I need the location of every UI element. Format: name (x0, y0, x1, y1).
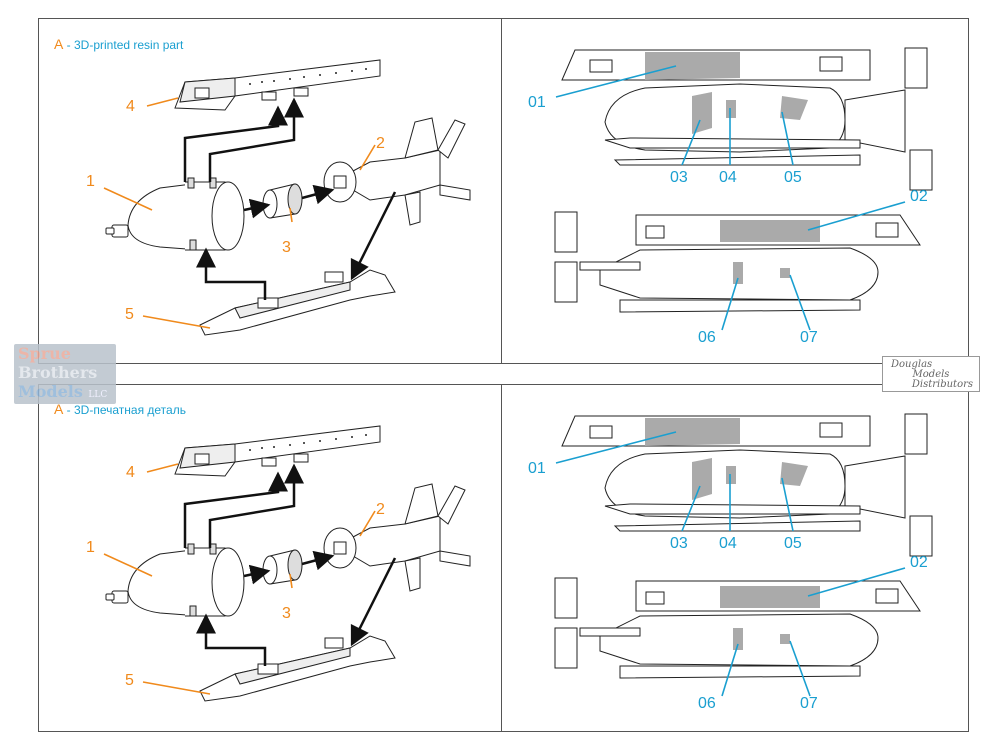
detail-label-02: 02 (910, 188, 928, 205)
distributor-line-1: Douglas (891, 359, 933, 370)
legend-text: - 3D-printed resin part (63, 38, 184, 52)
part-label-3: 3 (282, 605, 291, 622)
part-label-4: 4 (126, 464, 135, 481)
legend-letter: A (54, 401, 64, 417)
detail-label-03: 03 (670, 169, 688, 186)
detail-label-06: 06 (698, 329, 716, 346)
leader-lines-bottom (103, 431, 906, 697)
bottom-legend: A - 3D-печатная деталь (54, 401, 186, 417)
part-label-1: 1 (86, 173, 95, 190)
detail-label-01: 01 (528, 94, 546, 111)
legend-text: - 3D-печатная деталь (63, 403, 186, 417)
distributor-line-2: Models (912, 369, 950, 380)
leader-lines-top (103, 65, 906, 331)
watermark-line-2: Brothers (18, 363, 98, 382)
sprue-brothers-watermark: Sprue Brothers Models LLC (14, 344, 116, 404)
watermark-models: Models (18, 382, 83, 401)
detail-label-03: 03 (670, 535, 688, 552)
part-label-2: 2 (376, 501, 385, 518)
assembly-arrows-top (183, 97, 397, 300)
part-label-5: 5 (125, 306, 134, 323)
detail-label-07: 07 (800, 329, 818, 346)
assembly-arrows-bottom (183, 463, 397, 666)
detail-label-05: 05 (784, 535, 802, 552)
detail-label-01: 01 (528, 460, 546, 477)
detail-label-02: 02 (910, 554, 928, 571)
part-label-3: 3 (282, 239, 291, 256)
detail-label-05: 05 (784, 169, 802, 186)
part-label-5: 5 (125, 672, 134, 689)
part-label-1: 1 (86, 539, 95, 556)
distributor-line-3: Distributors (911, 379, 973, 390)
part-label-2: 2 (376, 135, 385, 152)
detail-label-06: 06 (698, 695, 716, 712)
top-legend: A - 3D-printed resin part (54, 36, 183, 52)
detail-label-04: 04 (719, 169, 737, 186)
part-label-4: 4 (126, 98, 135, 115)
detail-label-04: 04 (719, 535, 737, 552)
distributor-logo: Douglas Models Distributors (882, 356, 980, 392)
watermark-suffix: LLC (88, 390, 108, 400)
legend-letter: A (54, 36, 64, 52)
detail-label-07: 07 (800, 695, 818, 712)
watermark-line-3: Models LLC (14, 382, 116, 405)
watermark-line-1: Sprue (18, 344, 71, 363)
